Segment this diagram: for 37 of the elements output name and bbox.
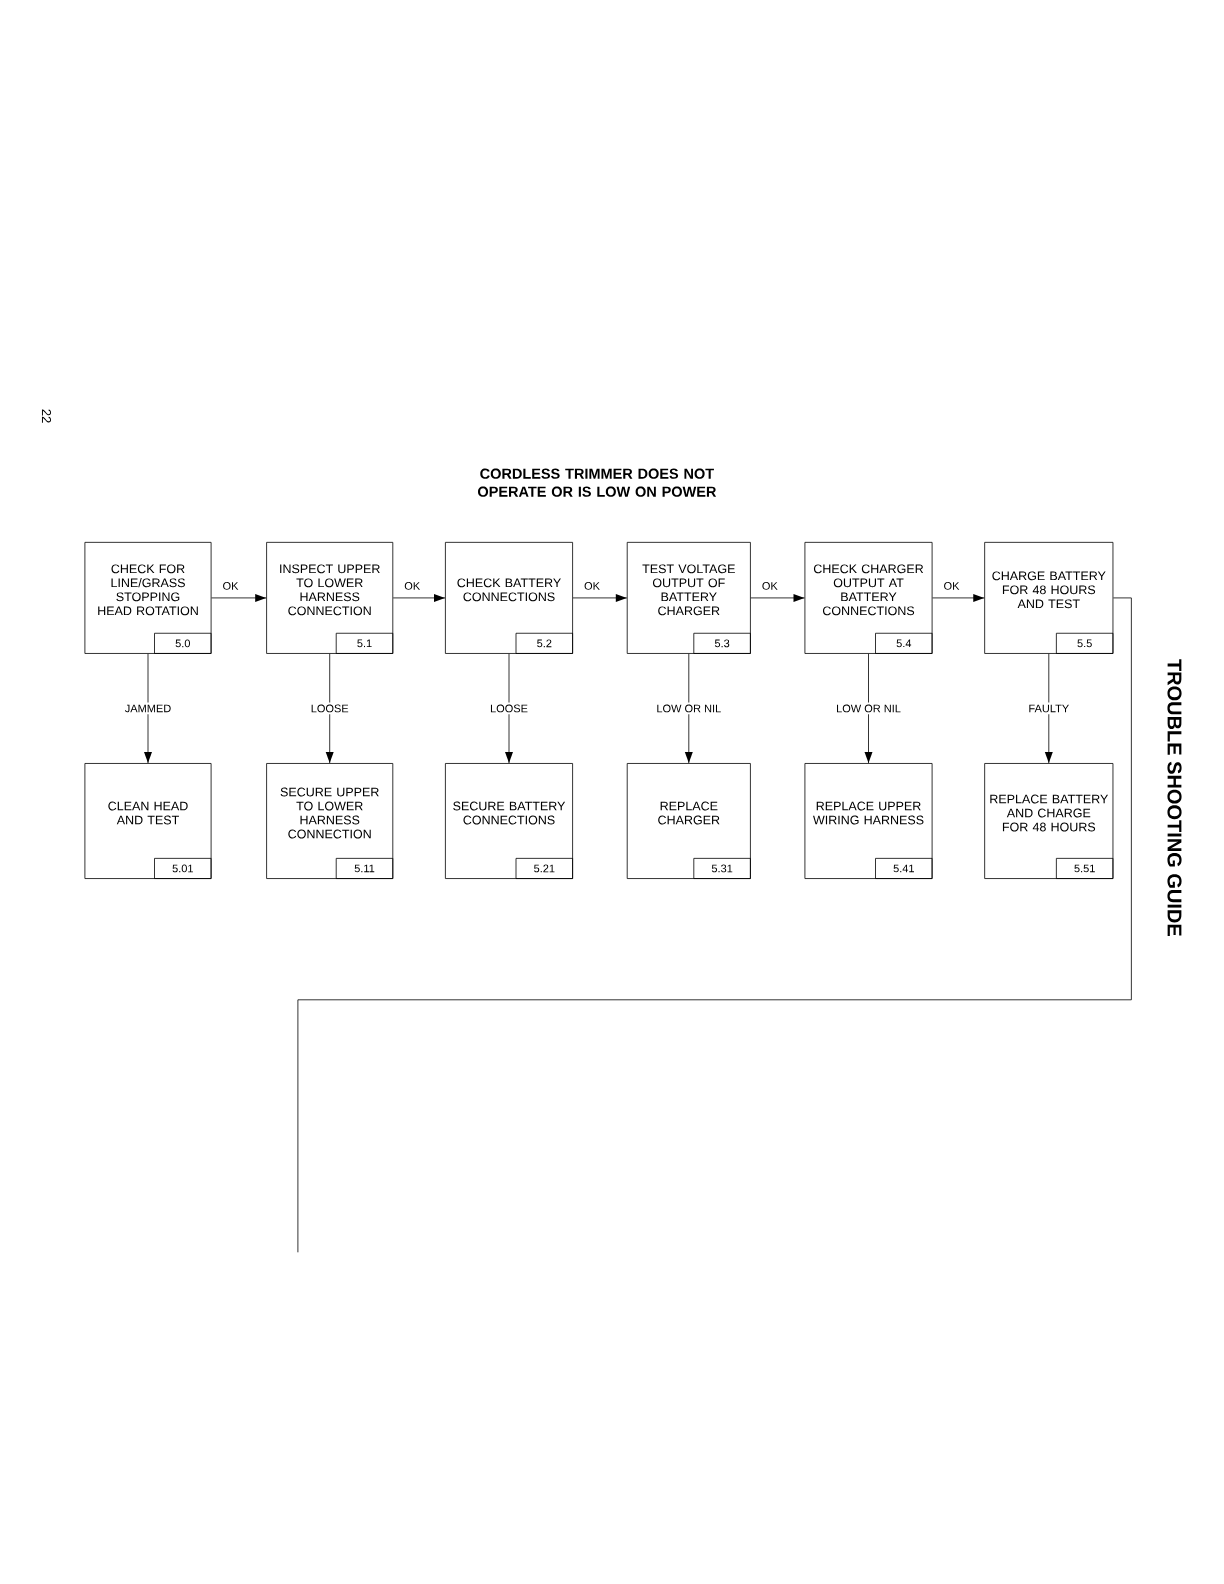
process-box: CHECK CHARGER OUTPUT AT BATTERY CONNECTIONS 5.4	[804, 541, 933, 654]
edge-label: LOOSE	[308, 702, 351, 715]
process-box: REPLACE CHARGER 5.31	[626, 763, 751, 879]
side-heading: TROUBLE SHOOTING GUIDE	[1167, 659, 1182, 936]
title: CORDLESS TRIMMER DOES NOT OPERATE OR IS LOW ON POWER	[478, 468, 717, 497]
arrow	[750, 593, 805, 602]
edge-label: OK	[759, 580, 780, 592]
arrow	[505, 653, 513, 764]
process-box: CHECK BATTERY CONNECTIONS 5.2	[445, 541, 573, 654]
process-box: SECURE UPPER TO LOWER HARNESS CONNECTION 5.11	[266, 763, 394, 879]
edge-label: LOOSE	[488, 702, 530, 715]
process-box: REPLACE UPPER WIRING HARNESS 5.41	[804, 763, 933, 879]
arrow	[864, 653, 873, 764]
edge-label: FAULTY	[1026, 702, 1072, 715]
arrow	[1044, 653, 1053, 764]
arrow	[144, 653, 152, 764]
edge-label: OK	[220, 580, 241, 592]
edge-label: OK	[941, 580, 962, 592]
process-box: CLEAN HEAD AND TEST 5.01	[84, 763, 212, 879]
edge-label: LOW OR NIL	[834, 702, 903, 715]
edge-label: JAMMED	[122, 702, 174, 715]
arrow	[392, 593, 446, 602]
process-box: INSPECT UPPER TO LOWER HARNESS CONNECTION 5.1	[266, 541, 394, 654]
arrow	[932, 593, 985, 602]
edge-label: OK	[582, 580, 602, 592]
process-box: CHARGE BATTERY FOR 48 HOURS AND TEST 5.5	[984, 541, 1114, 654]
process-box: CHECK FOR LINE/GRASS STOPPING HEAD ROTATION 5.0	[84, 541, 212, 654]
process-box: REPLACE BATTERY AND CHARGE FOR 48 HOURS 5.51	[984, 763, 1114, 879]
arrow	[684, 653, 693, 764]
arrow	[325, 653, 334, 764]
edge-label: OK	[402, 580, 423, 592]
edge-label: LOW OR NIL	[654, 702, 724, 715]
process-box: SECURE BATTERY CONNECTIONS 5.21	[445, 763, 573, 879]
process-box: TEST VOLTAGE OUTPUT OF BATTERY CHARGER 5.3	[626, 541, 751, 654]
page-number: 22	[41, 409, 52, 423]
arrow	[572, 593, 628, 602]
arrow	[211, 593, 267, 602]
